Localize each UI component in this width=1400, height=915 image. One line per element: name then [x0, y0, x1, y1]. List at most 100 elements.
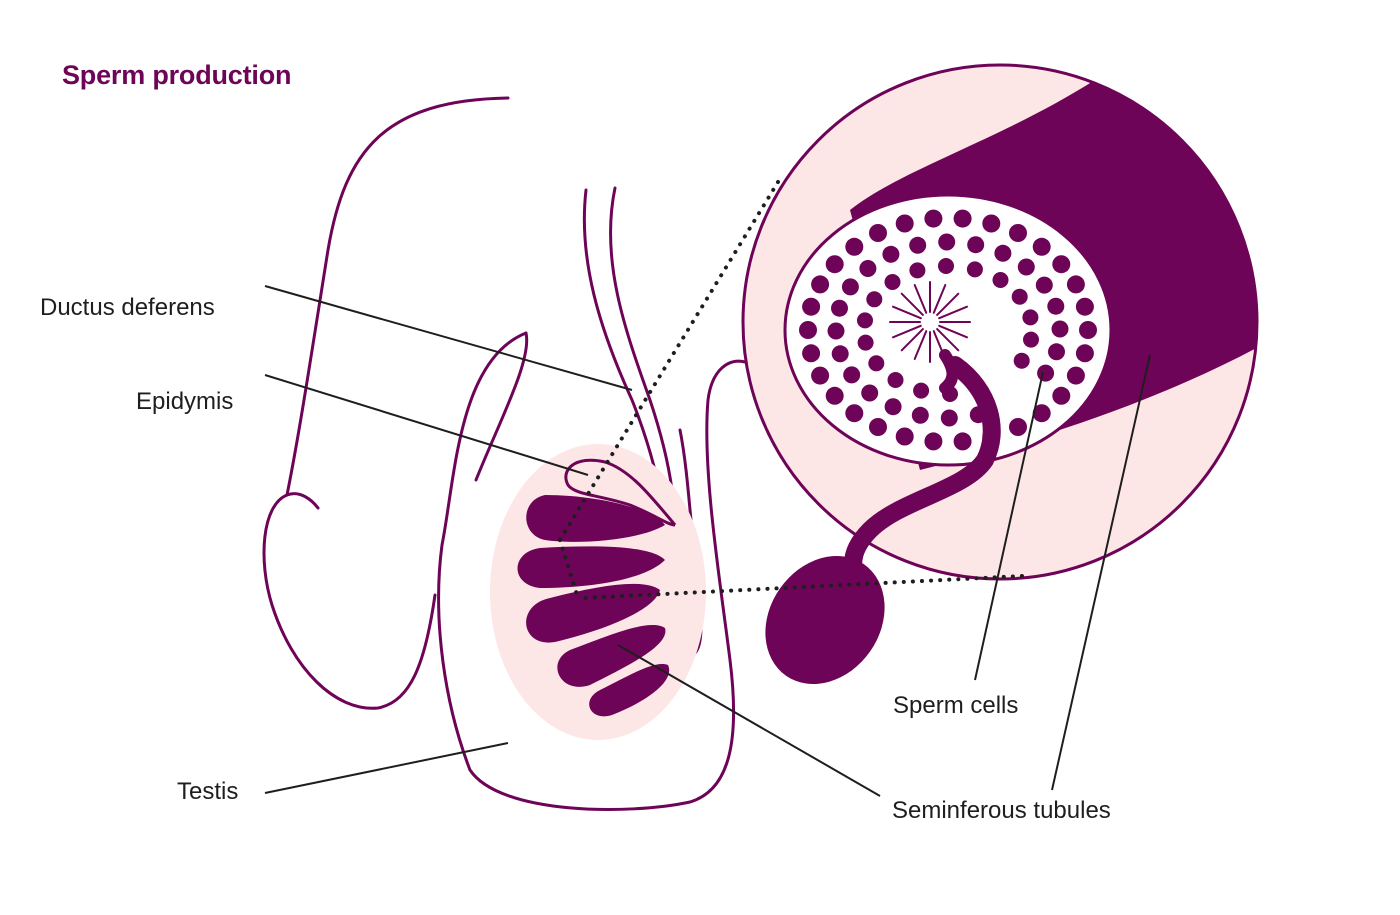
penis-outline	[262, 96, 510, 710]
sperm-cell-dot	[1009, 418, 1027, 436]
sperm-cell-dot	[1048, 343, 1065, 361]
sperm-cell-dot	[1037, 364, 1055, 382]
sperm-head	[765, 555, 885, 685]
testis-outline	[437, 331, 747, 811]
sperm-cell-dot	[831, 299, 848, 317]
sperm-cell-dot	[887, 372, 904, 388]
flagellum-line	[938, 324, 968, 339]
sperm-cell-dot	[1075, 297, 1094, 316]
label-sperm-cells: Sperm cells	[893, 692, 1019, 719]
epididymis-overlay	[564, 458, 677, 527]
glans-curve	[285, 492, 320, 510]
leader-testis	[264, 742, 509, 794]
sperm-tail	[844, 356, 1001, 584]
sperm-cell-dot	[802, 297, 821, 316]
sperm-cell-dot	[811, 275, 830, 294]
tubule-lobe-4	[557, 625, 666, 687]
label-seminiferous-tubules: Seminferous tubules	[892, 797, 1111, 824]
sperm-cell-dot	[799, 321, 817, 339]
tubule-lobe-5	[589, 664, 670, 717]
sperm-cell-dot	[1009, 224, 1027, 242]
flagellum-line	[900, 292, 924, 316]
sperm-cell-dot	[845, 404, 864, 423]
sperm-cell-dot	[802, 344, 821, 363]
sperm-cell-dot	[859, 260, 877, 277]
sperm-cell-dot	[982, 214, 1001, 233]
flagella-lines	[889, 281, 971, 363]
leader-ductus-deferens	[264, 285, 633, 391]
diagram-title: Sperm production	[62, 60, 292, 90]
zoom-line-upper	[558, 180, 780, 542]
sperm-cell-dot	[992, 272, 1009, 288]
sperm-cell-dot	[831, 345, 849, 363]
magnified-view	[741, 63, 1259, 685]
sperm-cell-dot	[1079, 321, 1097, 339]
sperm-cell-dot	[913, 382, 930, 399]
sperm-cell-dot	[845, 237, 864, 256]
leader-lines	[264, 285, 1151, 797]
flagellum-line	[892, 305, 922, 320]
sperm-cell-dot	[841, 278, 859, 296]
seminiferous-tubules-group	[517, 495, 670, 717]
flagellum-line	[932, 284, 947, 314]
sperm-cell-dot	[940, 409, 958, 427]
sperm-cell-dot	[1022, 309, 1039, 326]
sperm-cell-dot	[911, 406, 929, 424]
sperm-cell-dot	[1011, 288, 1028, 305]
sperm-cell-dot	[857, 334, 874, 351]
flagellum-line	[900, 328, 924, 352]
flagellum-line	[913, 330, 928, 360]
tubule-lobe-1	[526, 495, 665, 542]
sperm-cell-dot	[825, 386, 844, 405]
sperm-tail-tip	[939, 349, 959, 394]
sperm-cell-dot	[967, 236, 985, 254]
sperm-cell-dot	[895, 427, 914, 446]
flagellum-line	[913, 284, 928, 314]
label-ductus-deferens: Ductus deferens	[40, 294, 215, 321]
flagellum-line	[936, 292, 960, 316]
sperm-cell-dot	[1052, 386, 1071, 405]
sperm-cell-dot	[1013, 352, 1030, 369]
sperm-cell-dot	[924, 209, 943, 228]
sperm-cell-dot	[843, 366, 861, 384]
sperm-cell-dot	[1032, 237, 1051, 256]
label-epidydmis: Epidymis	[136, 388, 234, 415]
sperm-cell-dot	[1023, 331, 1039, 348]
sperm-cell-dot	[1032, 404, 1051, 423]
sperm-cell-dot	[827, 322, 845, 340]
sperm-cell-dot	[882, 245, 900, 263]
tubule-lobe-2	[517, 546, 665, 588]
sperm-cell-dot	[953, 209, 972, 228]
sperm-cell-dot	[966, 261, 983, 278]
sperm-cell-dot	[811, 366, 830, 385]
sperm-cell-dot	[1047, 297, 1065, 315]
sperm-cell-dot	[924, 432, 943, 451]
sperm-cell-dot	[1052, 255, 1071, 274]
sperm-cell-dot	[1075, 344, 1094, 363]
sperm-cell-dot	[938, 233, 956, 251]
sperm-cell-dot	[1035, 276, 1053, 294]
sperm-cell-dot	[884, 398, 902, 416]
flagellum-line	[892, 324, 922, 339]
testis-inner-edge	[474, 331, 529, 482]
flagellum-line	[938, 305, 968, 320]
tubule-lobe-3	[526, 583, 660, 643]
zoom-lines	[558, 180, 1024, 600]
sperm-cell-dot	[909, 262, 926, 279]
sperm-cell-dot	[953, 432, 972, 451]
sperm-cell-dot	[909, 236, 927, 254]
sperm-cell-dot	[994, 244, 1012, 262]
sperm-cell-dot	[895, 214, 914, 233]
sperm-cell-dot	[938, 258, 954, 274]
sperm-cell-dot	[825, 255, 844, 274]
sperm-cell-dot	[869, 224, 887, 242]
anatomy-outline	[262, 96, 747, 811]
sperm-cell-dot	[1051, 320, 1069, 338]
zoom-line-left	[558, 538, 580, 600]
sperm-cell-dot	[866, 291, 883, 308]
leader-sperm-cells	[974, 371, 1044, 681]
sperm-cell-dot	[868, 355, 885, 372]
sperm-cell-dot	[884, 274, 901, 290]
sperm-cell-dot	[1066, 275, 1085, 294]
